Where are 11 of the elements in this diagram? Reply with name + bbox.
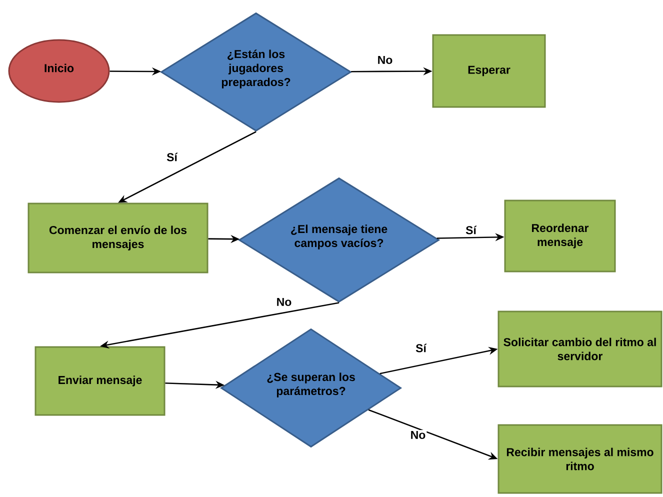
edge-label: Sí <box>464 224 478 236</box>
process-box: Enviar mensaje <box>34 346 166 416</box>
edge-label: No <box>409 430 427 440</box>
process-box: Reordenar mensaje <box>504 200 616 272</box>
process-box: Solicitar cambio del ritmo al servidor <box>498 310 662 388</box>
process-box: Esperar <box>432 34 546 108</box>
edge-label: Sí <box>414 342 428 354</box>
process-box: Recibir mensajes al mismo ritmo <box>498 424 662 494</box>
edge-label: No <box>376 54 394 65</box>
edge-label: Sí <box>166 152 178 162</box>
process-box: Comenzar el envío de los mensajes <box>28 202 208 274</box>
